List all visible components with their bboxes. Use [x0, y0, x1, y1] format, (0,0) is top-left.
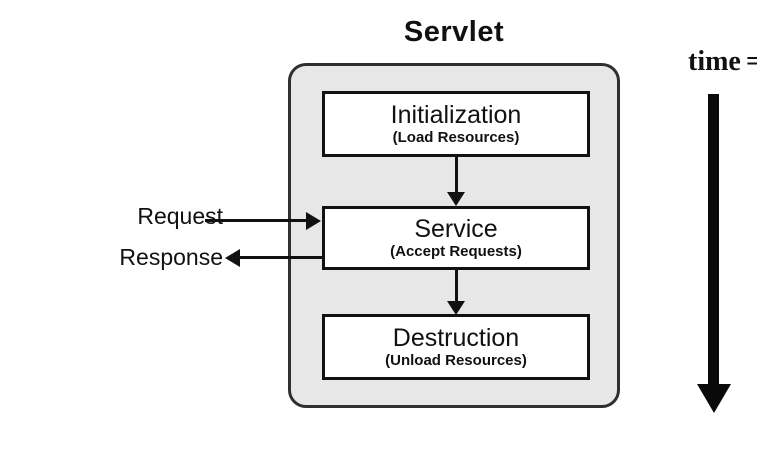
- time-label: time: [688, 46, 741, 77]
- stage-sublabel-destruction: (Unload Resources): [385, 351, 527, 369]
- time-label-suffix: =: [746, 46, 757, 77]
- request-label: Request: [137, 203, 223, 229]
- response-arrow-line: [239, 256, 323, 259]
- stage-sublabel-service: (Accept Requests): [390, 242, 522, 260]
- arrowhead-down-icon: [697, 384, 731, 413]
- arrowhead-left-icon: [225, 249, 240, 267]
- stage-box-service: Service (Accept Requests): [322, 206, 590, 270]
- flow-line-service-to-destruction: [455, 270, 458, 302]
- stage-box-destruction: Destruction (Unload Resources): [322, 314, 590, 380]
- time-arrow-shaft: [708, 94, 719, 385]
- request-arrow-line: [205, 219, 308, 222]
- stage-label-initialization: Initialization: [390, 100, 522, 129]
- stage-label-service: Service: [414, 214, 498, 243]
- flow-line-init-to-service: [455, 157, 458, 193]
- arrowhead-down-icon: [447, 192, 465, 206]
- arrowhead-down-icon: [447, 301, 465, 315]
- arrowhead-right-icon: [306, 212, 321, 230]
- stage-box-initialization: Initialization (Load Resources): [322, 91, 590, 157]
- diagram-title: Servlet: [403, 16, 505, 48]
- response-label: Response: [119, 244, 223, 270]
- stage-sublabel-initialization: (Load Resources): [392, 128, 520, 146]
- stage-label-destruction: Destruction: [392, 323, 520, 352]
